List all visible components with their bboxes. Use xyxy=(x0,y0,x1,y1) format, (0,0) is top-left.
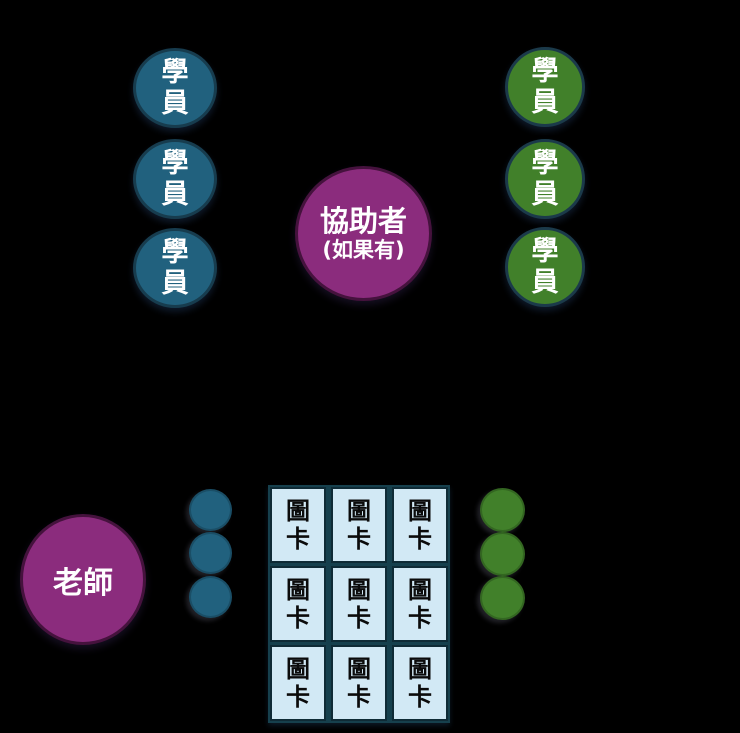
picture-card: 圖卡 xyxy=(270,645,326,721)
student-circle-right-1: 學員 xyxy=(505,47,585,127)
picture-card: 圖卡 xyxy=(331,566,387,642)
picture-card: 圖卡 xyxy=(392,645,448,721)
student-circle-left-1: 學員 xyxy=(133,48,217,128)
facilitator-title: 協助者 xyxy=(319,203,407,238)
token-circle-left-2 xyxy=(189,532,232,574)
student-circle-left-2: 學員 xyxy=(133,139,217,219)
picture-card-label: 圖卡 xyxy=(347,575,371,632)
card-grid: 圖卡 圖卡 圖卡 圖卡 圖卡 圖卡 圖卡 圖卡 圖卡 xyxy=(268,485,450,723)
student-label: 學員 xyxy=(161,147,189,210)
facilitator-subtitle: (如果有) xyxy=(322,238,405,263)
picture-card-label: 圖卡 xyxy=(286,496,310,553)
student-circle-right-3: 學員 xyxy=(505,227,585,307)
token-circle-right-2 xyxy=(480,532,525,576)
student-label: 學員 xyxy=(161,56,189,119)
teacher-label: 老師 xyxy=(53,565,113,601)
facilitator-circle: 協助者 (如果有) xyxy=(295,166,432,301)
token-circle-left-3 xyxy=(189,576,232,618)
student-label: 學員 xyxy=(161,236,189,299)
picture-card: 圖卡 xyxy=(270,566,326,642)
picture-card-label: 圖卡 xyxy=(347,496,371,553)
picture-card: 圖卡 xyxy=(270,487,326,563)
picture-card-label: 圖卡 xyxy=(408,575,432,632)
picture-card: 圖卡 xyxy=(331,645,387,721)
student-label: 學員 xyxy=(531,147,559,210)
token-circle-right-1 xyxy=(480,488,525,532)
facilitator-text: 協助者 (如果有) xyxy=(320,204,407,264)
token-circle-right-3 xyxy=(480,576,525,620)
picture-card: 圖卡 xyxy=(331,487,387,563)
picture-card-label: 圖卡 xyxy=(408,496,432,553)
student-circle-right-2: 學員 xyxy=(505,139,585,219)
picture-card: 圖卡 xyxy=(392,566,448,642)
picture-card-label: 圖卡 xyxy=(286,654,310,711)
student-circle-left-3: 學員 xyxy=(133,228,217,308)
student-label: 學員 xyxy=(531,55,559,118)
teacher-circle: 老師 xyxy=(20,514,146,645)
token-circle-left-1 xyxy=(189,489,232,531)
student-label: 學員 xyxy=(531,235,559,298)
picture-card-label: 圖卡 xyxy=(408,654,432,711)
picture-card-label: 圖卡 xyxy=(347,654,371,711)
picture-card-label: 圖卡 xyxy=(286,575,310,632)
picture-card: 圖卡 xyxy=(392,487,448,563)
